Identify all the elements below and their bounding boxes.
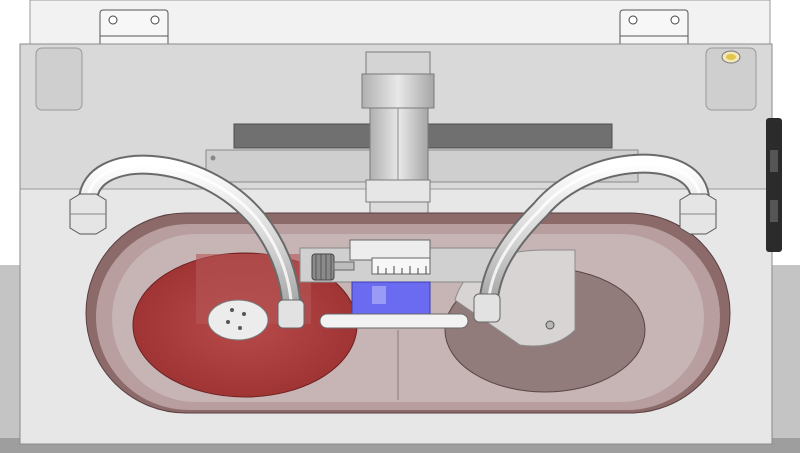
left-corner-panel — [35, 47, 83, 111]
left-polishing-disc — [132, 252, 358, 398]
specimen-holder — [351, 281, 431, 315]
tray-handle — [319, 313, 469, 329]
specimen-fixture — [299, 239, 501, 315]
side-switch — [766, 118, 782, 252]
right-coolant-tube — [473, 153, 717, 323]
left-coolant-tube — [69, 154, 305, 329]
scale-ruler — [371, 257, 431, 275]
knurled-knob-icon — [311, 253, 335, 281]
indicator-light-icon — [721, 50, 741, 64]
right-corner-panel — [705, 47, 757, 111]
vertical-column — [361, 51, 435, 239]
